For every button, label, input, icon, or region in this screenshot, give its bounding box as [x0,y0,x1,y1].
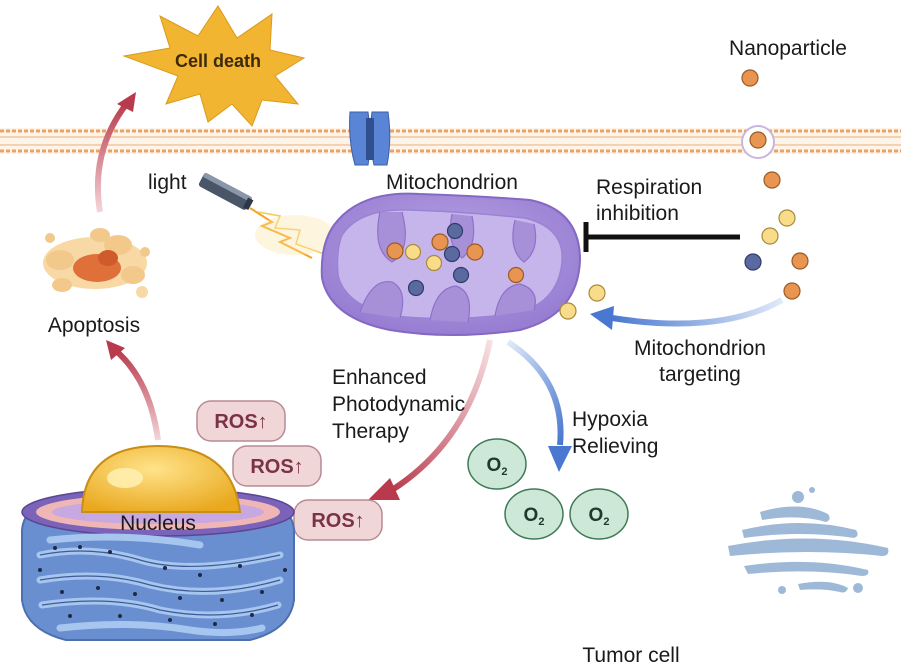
nanoparticle-label: Nanoparticle [729,37,847,60]
oxygen-symbol: O [487,455,502,476]
hypoxia-label-line2: Relieving [572,435,658,458]
apoptotic-body [43,228,150,298]
oxygen-bubble: O2 [569,488,629,540]
oxygen-symbol: O [589,505,604,526]
svg-text:O2: O2 [487,455,508,478]
mitochondrion-label: Mitochondrion [386,171,518,194]
arrow-mitochondrion-to-ros [368,339,493,500]
oxygen-subscript: 2 [501,466,507,478]
oxygen-subscript: 2 [603,516,609,528]
oxygen-bubble: O2 [504,488,564,540]
ros-badge: ROS↑ [232,445,322,487]
cell-death-burst: Cell death [122,5,306,127]
mitochondrion [320,192,582,336]
nanoparticle-path [588,69,809,302]
epdt-label-line2: Photodynamic [332,393,465,416]
light-label: light [148,171,187,194]
ros-badge: ROS↑ [293,499,383,541]
arrow-mitochondrion-to-oxygen [506,339,572,472]
ros-badge-text: ROS↑ [250,456,303,478]
nucleus-and-er [21,444,295,641]
epdt-label-line3: Therapy [332,420,410,443]
svg-text:O2: O2 [524,505,545,528]
mito-targeting-label-line2: targeting [659,363,741,386]
golgi-apparatus [728,487,889,594]
mito-targeting-label-line1: Mitochondrion [634,337,766,360]
membrane-channel-protein [349,111,391,166]
light-source [198,172,335,259]
arrow-mitochondrion-targeting [590,297,784,330]
ros-badge-text: ROS↑ [214,411,267,433]
oxygen-bubble: O2 [467,438,527,490]
nucleus-label: Nucleus [120,512,196,535]
respiration-label-line2: inhibition [596,202,679,225]
tumor-cell-label: Tumor cell [582,644,679,667]
hypoxia-label-line1: Hypoxia [572,408,648,431]
oxygen-subscript: 2 [538,516,544,528]
ros-badge-text: ROS↑ [311,510,364,532]
arrow-nucleus-to-apoptosis [106,340,161,441]
epdt-label-line1: Enhanced [332,366,427,389]
oxygen-symbol: O [524,505,539,526]
respiration-label-line1: Respiration [596,176,702,199]
respiration-inhibition-bar [583,222,740,252]
svg-text:O2: O2 [589,505,610,528]
cell-death-label: Cell death [175,51,261,71]
arrow-apoptosis-to-cell-death [94,92,136,213]
apoptosis-label: Apoptosis [48,314,140,337]
ros-badge: ROS↑ [196,400,286,442]
